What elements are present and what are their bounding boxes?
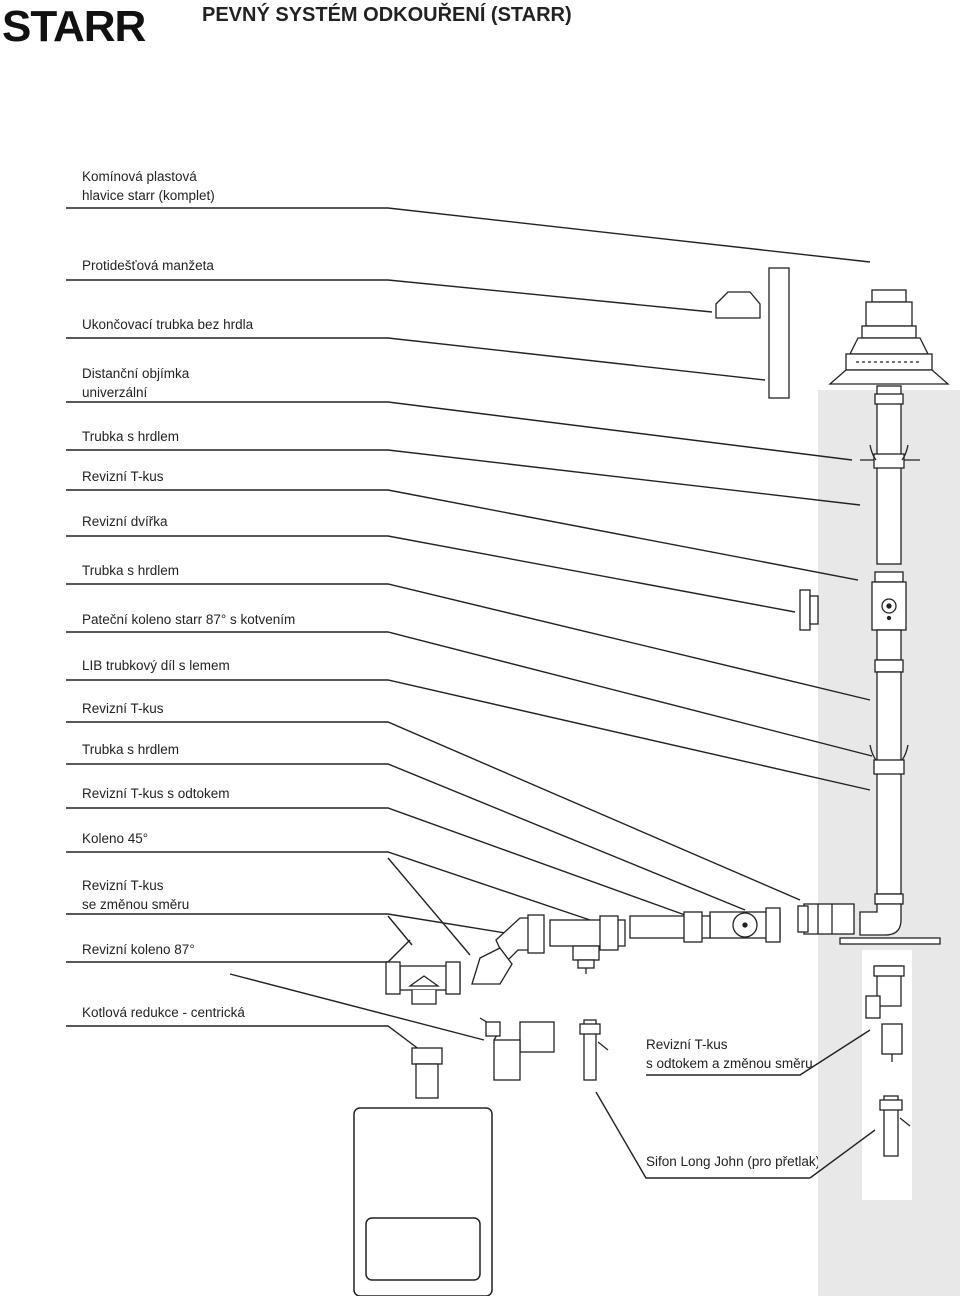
- label-lib: LIB trubkový díl s lemem: [82, 658, 230, 673]
- label-sifon: Sifon Long John (pro přetlak): [646, 1154, 821, 1169]
- label-patecni: Pateční koleno starr 87° s kotvením: [82, 612, 296, 627]
- end-pipe: [768, 267, 790, 399]
- leader-lines: [66, 207, 876, 1179]
- label-trubka-1: Trubka s hrdlem: [82, 429, 180, 444]
- label-trubka-2: Trubka s hrdlem: [82, 563, 180, 578]
- revision-door: [799, 589, 819, 631]
- horizontal-run: [385, 903, 855, 1005]
- vertical-stack: [839, 385, 941, 945]
- label-manzeta: Protidešťová manžeta: [82, 258, 214, 273]
- label-revizni-odtok: Revizní T-kus s odtokem: [82, 786, 230, 801]
- label-koleno-87: Revizní koleno 87°: [82, 942, 195, 957]
- label-dvirka: Revizní dvířka: [82, 514, 168, 529]
- label-koleno-45: Koleno 45°: [82, 831, 149, 846]
- page-title: PEVNÝ SYSTÉM ODKOUŘENÍ (STARR): [202, 4, 572, 26]
- label-revizni-t-1: Revizní T-kus: [82, 469, 164, 484]
- label-ukoncovaci: Ukončovací trubka bez hrdla: [82, 317, 254, 332]
- label-revizni-t-2: Revizní T-kus: [82, 701, 164, 716]
- loose-components: [411, 965, 911, 1157]
- rain-collar: [715, 291, 761, 319]
- chimney-head: [828, 289, 950, 385]
- boiler: [353, 1107, 493, 1296]
- label-kotlova: Kotlová redukce - centrická: [82, 1005, 245, 1020]
- label-trubka-3: Trubka s hrdlem: [82, 742, 180, 757]
- brand-logo: STARR: [2, 2, 146, 51]
